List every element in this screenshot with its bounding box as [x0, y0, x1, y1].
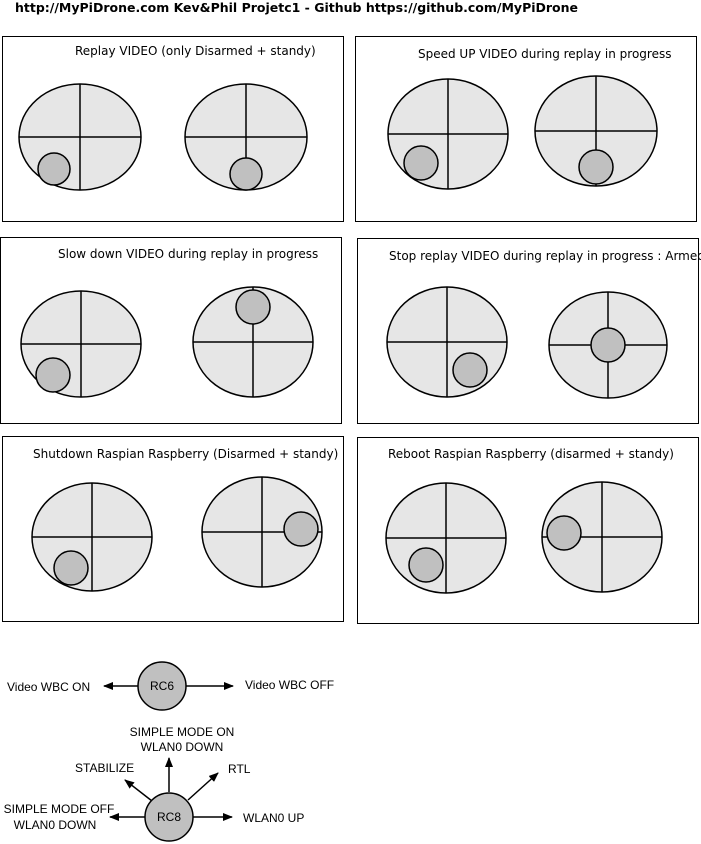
arrow-up-left: [124, 779, 153, 802]
rc8-node: [144, 792, 194, 842]
rc6-node: [137, 661, 187, 711]
stick-knob: [35, 357, 71, 393]
rc8-up-right-label: RTL: [228, 762, 251, 776]
stick-diagram: [20, 286, 314, 398]
left-stick: [386, 286, 508, 398]
stick-diagram: [386, 286, 668, 399]
page-title: http://MyPiDrone.com Kev&Phil Projetc1 -…: [15, 0, 579, 15]
stick-knob: [229, 157, 263, 191]
rc8-node-label: RC8: [156, 810, 181, 824]
rc6-left-label: Video WBC ON: [7, 680, 91, 694]
right-stick: [192, 286, 314, 398]
panel-title: Speed UP VIDEO during replay in progress: [418, 47, 672, 61]
panel-reboot-raspberry: Reboot Raspian Raspberry (disarmed + sta…: [357, 437, 699, 624]
stick-knob: [403, 145, 439, 181]
stick-knob: [283, 511, 319, 547]
left-stick: [18, 83, 142, 191]
left-stick: [20, 290, 142, 398]
panel-title: Stop replay VIDEO during replay in progr…: [389, 249, 701, 263]
left-stick: [387, 78, 509, 190]
stick-knob: [546, 515, 582, 551]
right-stick: [548, 291, 668, 399]
stick-knob: [452, 352, 488, 388]
panel-title: Slow down VIDEO during replay in progres…: [58, 247, 319, 261]
stick-knob: [235, 289, 271, 325]
stick-diagram: [387, 75, 658, 190]
rc8-switch: [109, 757, 233, 842]
stick-knob: [37, 152, 71, 186]
stick-knob: [590, 327, 626, 363]
stick-diagram: [385, 481, 663, 594]
rc8-up-left-label: STABILIZE: [75, 761, 135, 775]
panel-replay-video: Replay VIDEO (only Disarmed + standy): [2, 36, 344, 222]
right-stick: [201, 476, 323, 588]
stick-diagram: [18, 83, 308, 191]
rc8-up-label-line1: SIMPLE MODE ON: [129, 725, 235, 739]
rc8-left-label-line2: WLAN0 DOWN: [13, 818, 97, 832]
panel-title: Shutdown Raspian Raspberry (Disarmed + s…: [33, 447, 339, 461]
rc8-up-label-line2: WLAN0 DOWN: [140, 740, 224, 754]
panel-stop-replay-video: Stop replay VIDEO during replay in progr…: [357, 238, 701, 424]
arrow-up-right: [187, 772, 219, 801]
panel-shutdown-raspberry: Shutdown Raspian Raspberry (Disarmed + s…: [2, 436, 344, 622]
rc8-right-label: WLAN0 UP: [243, 811, 305, 825]
panel-speed-up-video: Speed UP VIDEO during replay in progress: [355, 36, 697, 222]
right-stick: [534, 75, 658, 187]
switch-legend-diagram: [103, 661, 234, 842]
left-stick: [31, 482, 153, 592]
panel-slow-down-video: Slow down VIDEO during replay in progres…: [0, 237, 342, 424]
right-stick: [541, 481, 663, 593]
left-stick: [385, 482, 507, 594]
rc8-left-label-line1: SIMPLE MODE OFF: [3, 802, 115, 816]
right-stick: [184, 83, 308, 191]
rc6-switch: [103, 661, 234, 711]
panel-title: Replay VIDEO (only Disarmed + standy): [75, 44, 316, 58]
stick-knob: [53, 550, 89, 586]
rc6-node-label: RC6: [149, 679, 174, 693]
stick-knob: [578, 149, 614, 185]
stick-diagram: [31, 476, 323, 592]
stick-knob: [408, 547, 444, 583]
rc6-right-label: Video WBC OFF: [245, 678, 335, 692]
panel-title: Reboot Raspian Raspberry (disarmed + sta…: [388, 447, 674, 461]
